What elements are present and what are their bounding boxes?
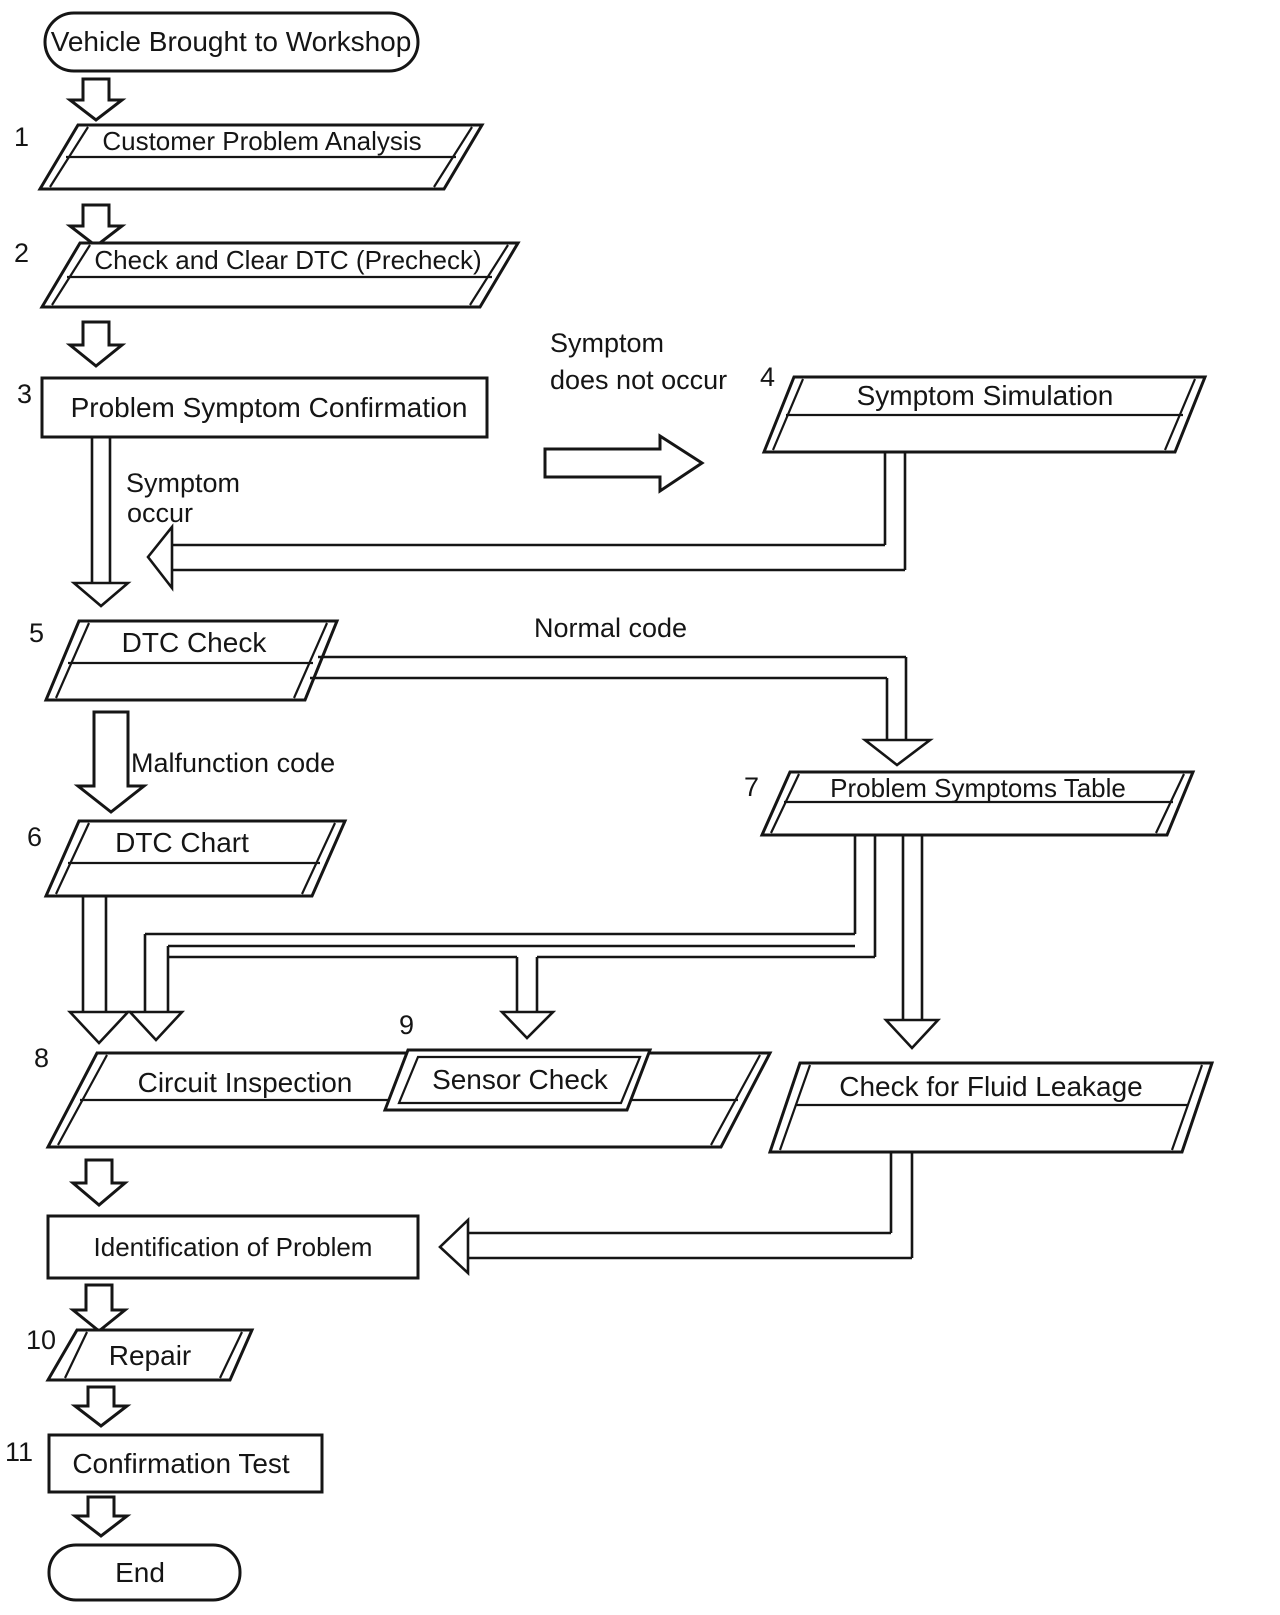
arrow-down-icon xyxy=(65,320,127,368)
fluid-leakage-label: Check for Fluid Leakage xyxy=(839,1071,1143,1102)
process-10-left-doubleline xyxy=(64,1331,88,1379)
arrow-right-icon xyxy=(543,433,705,494)
process-11-shape xyxy=(47,1433,324,1494)
end-terminator-shape xyxy=(47,1543,242,1602)
process-9-inner-border xyxy=(397,1055,642,1105)
process-4-label: Symptom Simulation xyxy=(857,380,1114,411)
step-number-2: 2 xyxy=(14,238,29,268)
process-7-shape xyxy=(759,770,1196,837)
arrow-down-icon xyxy=(498,1010,557,1040)
process-2-label: Check and Clear DTC (Precheck) xyxy=(94,245,481,275)
process-2-shape xyxy=(39,241,521,309)
fluid-leakage-shape xyxy=(767,1061,1215,1154)
edge-label-symptom-does-not-occur-line2: does not occur xyxy=(550,365,727,395)
process-9-label: Sensor Check xyxy=(432,1064,609,1095)
process-6-left-doubleline xyxy=(55,822,90,895)
process-6-label: DTC Chart xyxy=(115,827,249,858)
process-3-shape xyxy=(40,376,489,439)
arrow-down-icon xyxy=(70,581,132,608)
arrow-down-icon xyxy=(883,1018,941,1050)
edge-label-malfunction-code: Malfunction code xyxy=(131,748,335,778)
step-number-6: 6 xyxy=(27,822,42,852)
edge-label-symptom-does-not-occur-line1: Symptom xyxy=(550,328,664,358)
arrow-down-icon xyxy=(65,203,127,248)
arrow-down-icon xyxy=(861,738,934,767)
arrow-left-icon xyxy=(438,1216,470,1276)
process-2-left-doubleline xyxy=(51,244,91,306)
step-number-9: 9 xyxy=(399,1010,414,1040)
process-5-shape xyxy=(43,619,340,702)
arrow-down-icon xyxy=(127,1010,185,1042)
step-number-7: 7 xyxy=(744,772,759,802)
process-6-shape xyxy=(43,819,348,898)
identification-shape xyxy=(46,1214,420,1280)
process-7-right-doubleline xyxy=(1155,773,1185,834)
edge-label-symptom-occur-line1: Symptom xyxy=(126,468,240,498)
step-number-11: 11 xyxy=(5,1437,33,1467)
process-8-label: Circuit Inspection xyxy=(138,1067,353,1098)
step-number-5: 5 xyxy=(29,618,44,648)
end-terminator-label: End xyxy=(115,1557,165,1588)
fluid-leakage-left-doubleline xyxy=(778,1064,812,1151)
process-5-right-doubleline xyxy=(292,622,329,699)
arrow-down-icon xyxy=(65,77,127,122)
step-number-8: 8 xyxy=(34,1043,49,1073)
start-terminator-label: Vehicle Brought to Workshop xyxy=(51,26,412,57)
process-10-right-doubleline xyxy=(219,1331,243,1379)
process-3-label: Problem Symptom Confirmation xyxy=(71,392,468,423)
fluid-leakage-right-doubleline xyxy=(1170,1064,1204,1151)
arrow-down-icon xyxy=(68,1283,130,1333)
process-5-left-doubleline xyxy=(54,622,91,699)
process-10-shape xyxy=(45,1328,255,1382)
start-terminator-shape xyxy=(43,11,420,73)
arrow-down-icon xyxy=(70,1495,132,1538)
process-1-label: Customer Problem Analysis xyxy=(102,126,421,156)
arrow-down-icon xyxy=(73,710,149,814)
step-number-3: 3 xyxy=(17,379,32,409)
arrow-down-icon xyxy=(70,1385,132,1428)
arrow-left-icon xyxy=(146,523,174,592)
process-11-label: Confirmation Test xyxy=(72,1448,290,1479)
arrow-down-icon xyxy=(67,1010,131,1045)
process-6-right-doubleline xyxy=(301,822,336,895)
process-2-right-doubleline xyxy=(469,244,509,306)
identification-label: Identification of Problem xyxy=(94,1232,373,1262)
process-7-label: Problem Symptoms Table xyxy=(830,773,1126,803)
process-5-label: DTC Check xyxy=(122,627,268,658)
step-number-4: 4 xyxy=(760,362,775,392)
process-9-shape xyxy=(382,1048,653,1112)
step-number-10: 10 xyxy=(26,1325,56,1355)
edge-label-normal-code: Normal code xyxy=(534,613,687,643)
arrow-down-icon xyxy=(68,1158,130,1207)
step-number-1: 1 xyxy=(14,122,29,152)
process-10-label: Repair xyxy=(109,1340,191,1371)
process-7-left-doubleline xyxy=(770,773,800,834)
edge-label-symptom-occur-line2: occur xyxy=(127,498,193,528)
